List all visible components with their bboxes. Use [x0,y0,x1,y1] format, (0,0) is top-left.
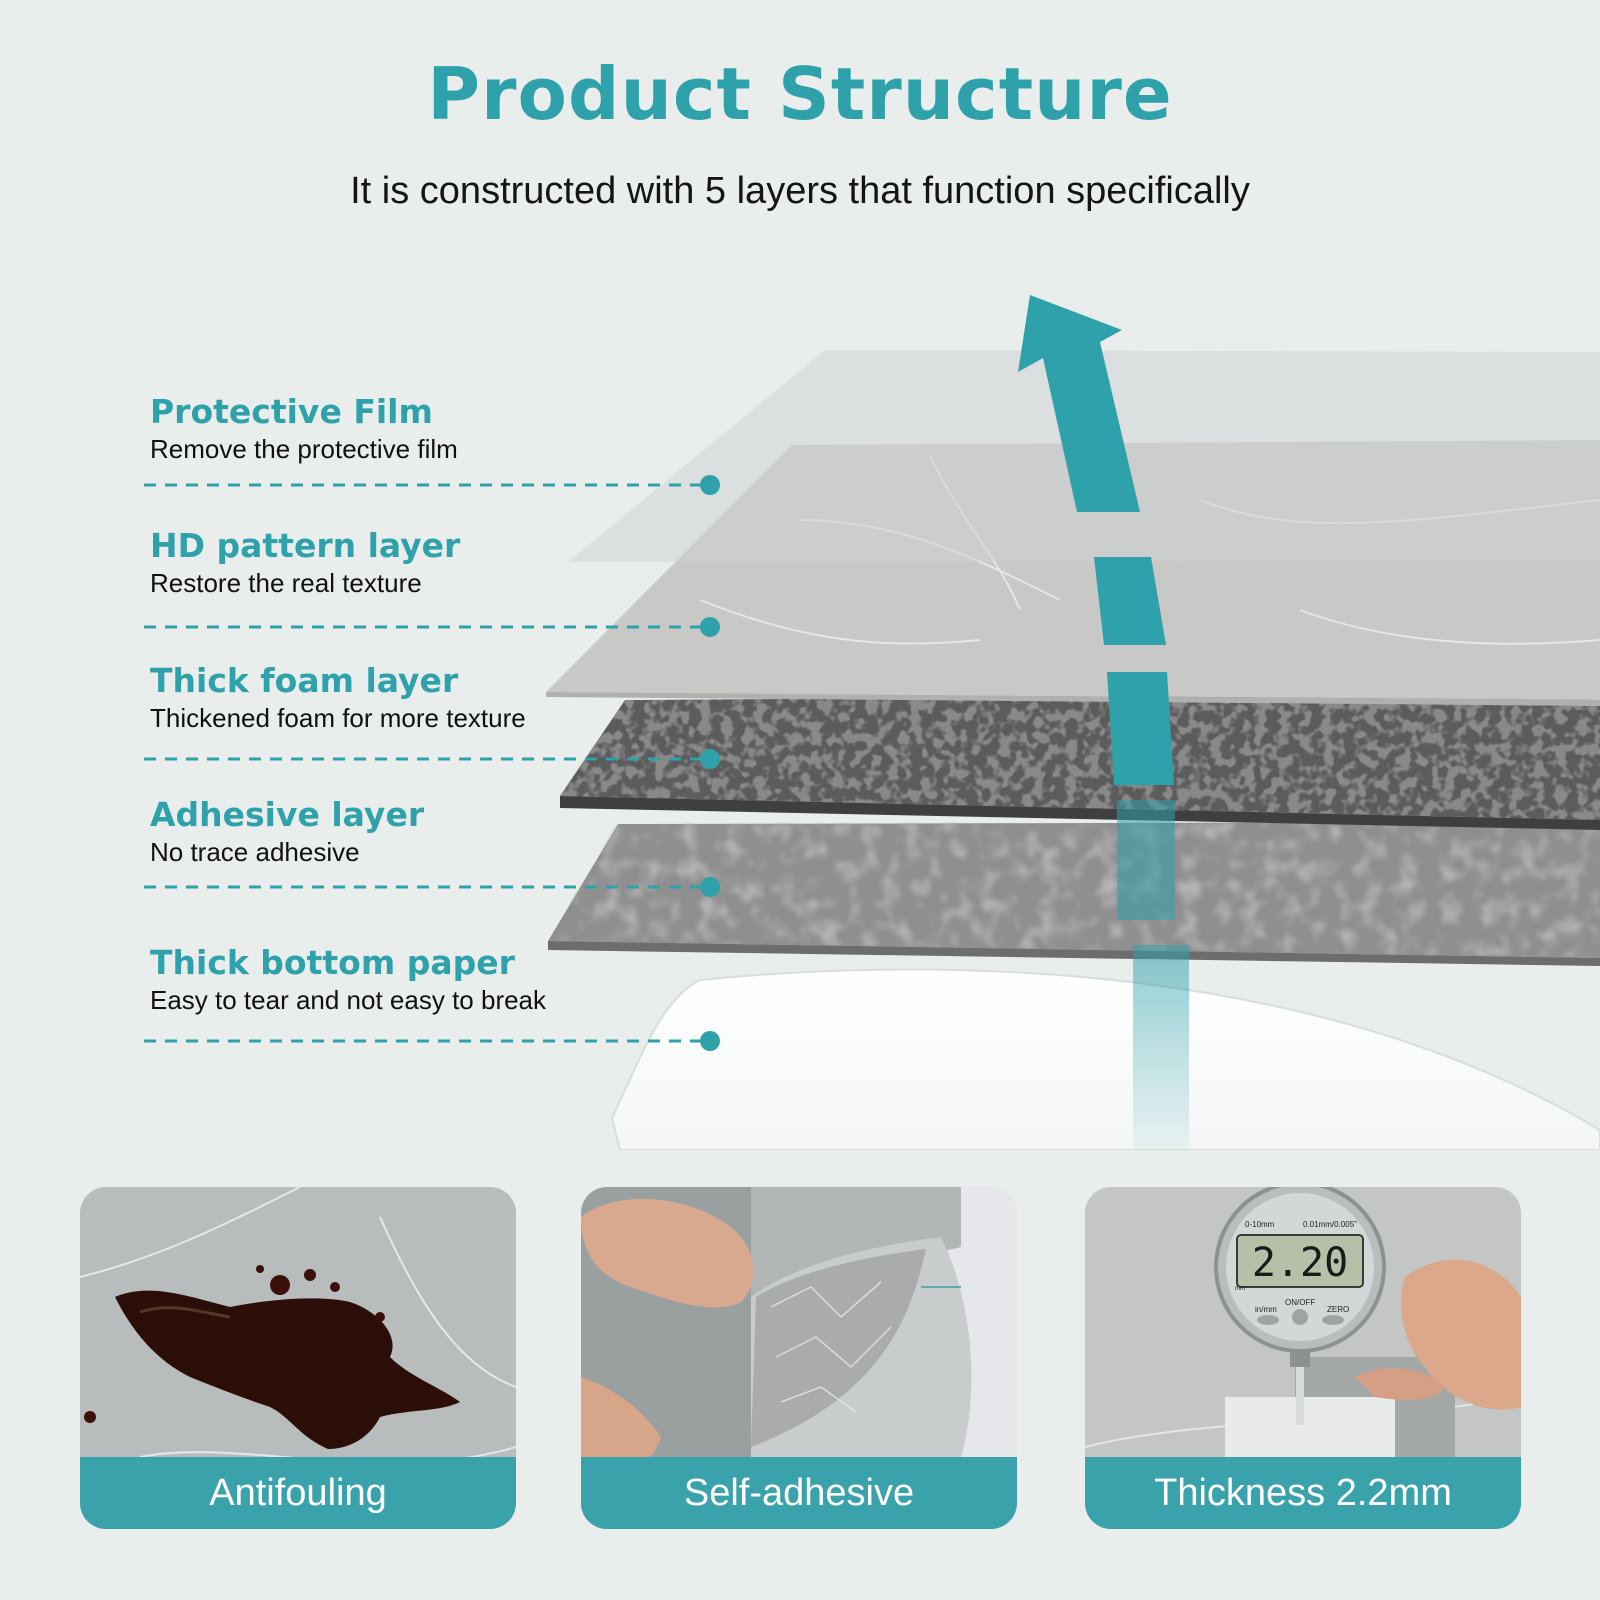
page-subtitle: It is constructed with 5 layers that fun… [350,170,1250,212]
svg-text:mm: mm [1235,1286,1245,1292]
layer-description: Easy to tear and not easy to break [150,985,547,1015]
feature-card-thickness: 2.20 0-10mm 0.01mm/0.005" mm in/mm ON/OF… [1085,1187,1521,1529]
layer-name: Protective Film [150,392,433,431]
feature-label: Thickness 2.2mm [1085,1457,1521,1529]
svg-text:0.01mm/0.005": 0.01mm/0.005" [1303,1220,1357,1229]
layer-name: Adhesive layer [150,795,425,834]
layer-description: Restore the real texture [150,568,422,598]
layer-label-protective-film: Protective Film Remove the protective fi… [150,392,710,466]
feature-label: Antifouling [80,1457,516,1529]
layer-stack-illustration [144,295,1600,1150]
bottom-paper-layer [610,968,1600,1150]
svg-text:in/mm: in/mm [1255,1305,1277,1314]
dot-icon [700,877,720,897]
svg-text:ZERO: ZERO [1327,1305,1349,1314]
feature-card-antifouling: Antifouling [80,1187,516,1529]
dot-icon [700,749,720,769]
up-arrow-icon [1018,295,1140,512]
connector-lines [144,483,700,1043]
layer-label-hd-pattern: HD pattern layer Restore the real textur… [150,526,710,600]
svg-text:0-10mm: 0-10mm [1245,1220,1275,1229]
layer-label-foam: Thick foam layer Thickened foam for more… [150,661,710,735]
gauge-reading: 2.20 [1252,1240,1348,1286]
dot-icon [700,617,720,637]
svg-text:ON/OFF: ON/OFF [1285,1298,1315,1307]
gauge-screen [1236,1234,1364,1288]
layer-name: HD pattern layer [150,526,461,565]
layer-description: No trace adhesive [150,837,360,867]
dot-icon [700,475,720,495]
feature-card-self-adhesive: Self-adhesive [581,1187,1017,1529]
layer-label-bottom-paper: Thick bottom paper Easy to tear and not … [150,943,710,1017]
layer-label-adhesive: Adhesive layer No trace adhesive [150,795,710,869]
dot-icon [700,1031,720,1051]
layer-name: Thick foam layer [150,661,459,700]
feature-label: Self-adhesive [581,1457,1017,1529]
layer-name: Thick bottom paper [150,943,515,982]
page-title: Product Structure [427,52,1173,136]
layer-description: Thickened foam for more texture [150,703,526,733]
layer-description: Remove the protective film [150,434,458,464]
